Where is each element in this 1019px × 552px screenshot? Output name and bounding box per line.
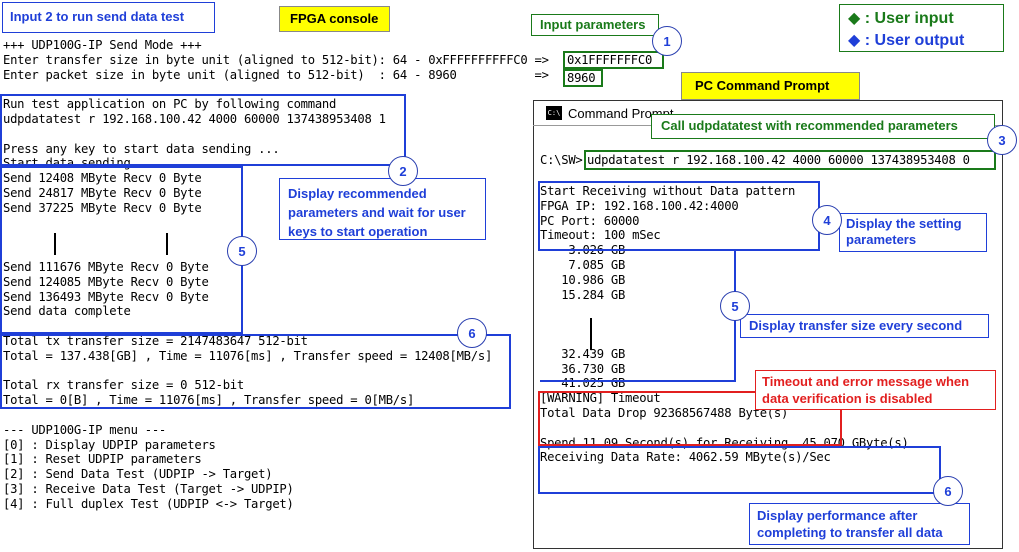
fpga-console-line: Send 111676 MByte Recv 0 Byte xyxy=(3,259,209,274)
fpga-console-line xyxy=(3,408,549,423)
step-6-pc-marker: 6 xyxy=(933,476,963,506)
pc-window xyxy=(533,100,1003,549)
fpga-console-line: Send 24817 MByte Recv 0 Byte xyxy=(3,185,202,200)
legend-user-input: ◆ : User input xyxy=(848,10,954,27)
fpga-console-line: Enter transfer size in byte unit (aligne… xyxy=(3,52,549,67)
step-1-marker: 1 xyxy=(652,26,682,56)
pc-output-line: 32.439 GB xyxy=(540,346,626,361)
fpga-console-line: --- UDP100G-IP menu --- xyxy=(3,422,167,437)
fpga-console-line: Total = 0[B] , Time = 11076[ms] , Transf… xyxy=(3,393,415,408)
pc-output-line: [WARNING] Timeout xyxy=(540,391,661,406)
callout4-box xyxy=(839,213,987,252)
fpga-console-line: Send 136493 MByte Recv 0 Byte xyxy=(3,289,209,304)
input-packet-value: 8960 xyxy=(567,71,596,85)
pc-section4-box xyxy=(538,181,820,251)
legend-box xyxy=(839,4,1004,52)
timeout-callout-label: Timeout and error message when data veri… xyxy=(762,374,970,406)
callout3-label: Call udpdatatest with recommended parame… xyxy=(661,118,958,133)
step-3-marker: 3 xyxy=(987,125,1017,155)
fpga-console-line: Total rx transfer size = 0 512-bit xyxy=(3,378,244,393)
input-packet-box xyxy=(563,69,603,87)
pc-output-line: 41.025 GB xyxy=(540,376,626,391)
fpga-console-line: udpdatatest r 192.168.100.42 4000 60000 … xyxy=(3,111,386,126)
pc-prompt: C:\SW> xyxy=(540,153,583,167)
callout2-box xyxy=(279,178,486,240)
fpga-title: FPGA console xyxy=(290,11,379,26)
input-transfer-box xyxy=(563,51,664,69)
pc-output-line: FPGA IP: 192.168.100.42:4000 xyxy=(540,198,739,213)
callout4-label: Display the setting parameters xyxy=(846,216,962,247)
fpga-section6-box xyxy=(0,334,511,409)
pc-output-line: Timeout: 100 mSec xyxy=(540,228,661,243)
pc-command: udpdatatest r 192.168.100.42 4000 60000 … xyxy=(587,153,970,167)
fpga-title-box xyxy=(279,6,390,32)
fpga-console-line: Enter packet size in byte unit (aligned … xyxy=(3,67,549,82)
callout5-pc-label: Display transfer size every second xyxy=(749,318,963,333)
fpga-console-line: [3] : Receive Data Test (Target -> UDPIP… xyxy=(3,481,294,496)
pc-output-line: 15.284 GB xyxy=(540,287,626,302)
pc-output-line: 7.085 GB xyxy=(540,257,626,272)
input-params-box xyxy=(531,14,659,36)
fpga-console-line: Send 37225 MByte Recv 0 Byte xyxy=(3,200,202,215)
pc-section6-box xyxy=(538,446,941,494)
pc-output-line: Start Receiving without Data pattern xyxy=(540,184,796,198)
pc-output-line: Receiving Data Rate: 4062.59 MByte(s)/Se… xyxy=(540,450,831,465)
fpga-console-line: [2] : Send Data Test (UDPIP -> Target) xyxy=(3,467,273,482)
pc-ellipsis-bar xyxy=(590,318,592,350)
callout6-pc-label: Display performance after completing to … xyxy=(757,508,943,540)
pc-command-box xyxy=(584,150,996,170)
fpga-console-line: +++ UDP100G-IP Send Mode +++ xyxy=(3,38,202,52)
fpga-console-line: Send 124085 MByte Recv 0 Byte xyxy=(3,274,209,289)
timeout-callout-box xyxy=(755,370,996,410)
pc-warning-box xyxy=(538,391,842,446)
fpga-console-line: Send data complete xyxy=(3,304,131,319)
fpga-console-line: [1] : Reset UDPIP parameters xyxy=(3,452,202,467)
fpga-section5-box xyxy=(0,166,243,334)
pc-window-icon: C:\ xyxy=(546,106,562,120)
fpga-console-line: [4] : Full duplex Test (UDPIP <-> Target… xyxy=(3,496,294,511)
fpga-console-line: Send 12408 MByte Recv 0 Byte xyxy=(3,171,202,186)
fpga-ellipsis-bar-2 xyxy=(166,233,168,255)
fpga-console-line: [0] : Display UDPIP parameters xyxy=(3,437,216,452)
fpga-ellipsis-bar-1 xyxy=(54,233,56,255)
pc-title-box xyxy=(681,72,860,100)
callout2-label: Display recommended parameters and wait … xyxy=(288,186,466,239)
input-params-label: Input parameters xyxy=(540,17,646,32)
input-transfer-value: 0x1FFFFFFFC0 xyxy=(567,53,653,67)
fpga-console-line: Run test application on PC by following … xyxy=(3,97,337,112)
step-2-marker: 2 xyxy=(388,156,418,186)
pc-output-line: 10.986 GB xyxy=(540,272,626,287)
pc-line5-h xyxy=(540,380,736,382)
fpga-console-line: Total tx transfer size = 2147483647 512-… xyxy=(3,333,308,348)
step-5-fpga-marker: 5 xyxy=(227,236,257,266)
fpga-console-line: Press any key to start data sending ... xyxy=(3,141,280,156)
step-4-marker: 4 xyxy=(812,205,842,235)
pc-output-line: 36.730 GB xyxy=(540,361,626,376)
callout5-pc-box xyxy=(740,314,989,338)
hint-box xyxy=(2,2,215,33)
pc-output-line: PC Port: 60000 xyxy=(540,213,640,228)
callout3-box xyxy=(651,114,995,139)
step-5-pc-marker: 5 xyxy=(720,291,750,321)
fpga-console-text: +++ UDP100G-IP Send Mode +++Enter transf… xyxy=(3,38,549,512)
legend-user-output: ◆ : User output xyxy=(848,32,965,49)
fpga-console-line: Total = 137.438[GB] , Time = 11076[ms] ,… xyxy=(3,348,493,363)
callout6-pc-box xyxy=(749,503,970,545)
fpga-section2-box xyxy=(0,94,406,166)
pc-window-title: Command Prompt xyxy=(568,106,674,121)
hint-label: Input 2 to run send data test xyxy=(10,9,185,24)
step-6-fpga-marker: 6 xyxy=(457,318,487,348)
pc-title: PC Command Prompt xyxy=(695,78,830,93)
